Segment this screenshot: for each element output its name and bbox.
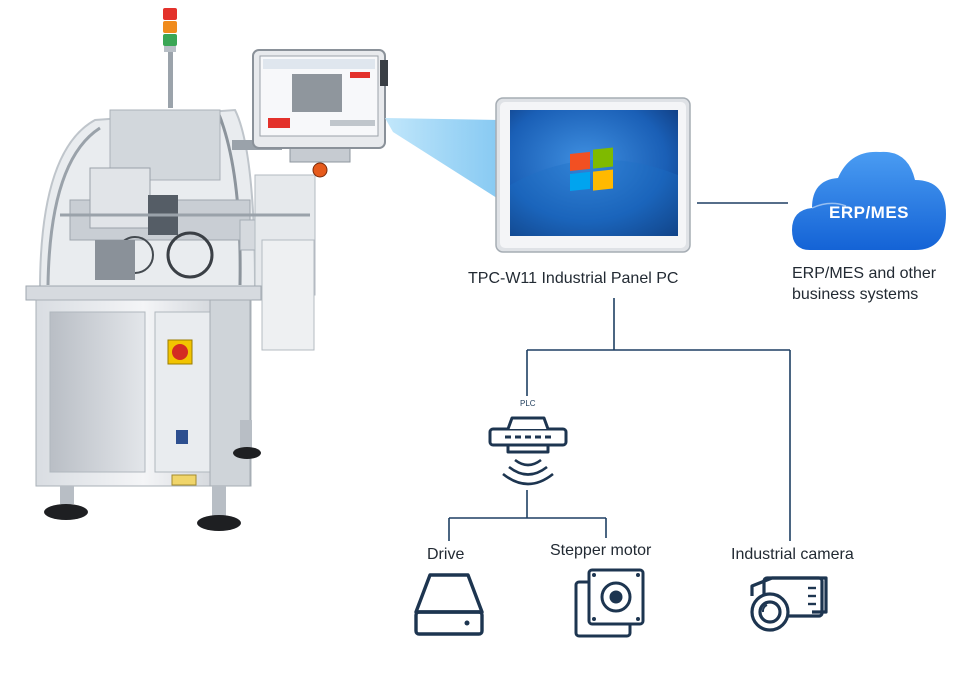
signal-light-red: [163, 8, 177, 20]
drive-label: Drive: [427, 546, 465, 563]
drive-icon: [414, 573, 484, 636]
stepper-motor-label: Stepper motor: [550, 542, 652, 559]
plc-label: PLC: [520, 399, 536, 408]
panel-pc-image: [495, 97, 691, 253]
plc-icon: [488, 416, 568, 486]
signal-light-orange: [163, 21, 177, 33]
erp-mes-caption: ERP/MES and other business systems: [792, 265, 937, 303]
connection-lines: [448, 202, 791, 541]
erp-mes-cloud-label: ERP/MES: [828, 203, 910, 222]
erp-mes-cloud: [792, 151, 946, 250]
industrial-camera-label: Industrial camera: [731, 546, 854, 563]
stepper-motor-icon: [574, 568, 645, 638]
machine-foot: [197, 515, 241, 531]
windows-logo-icon: [570, 147, 613, 191]
machine-table-top: [25, 285, 262, 301]
machine-foot: [44, 504, 88, 520]
signal-light-green: [163, 34, 177, 46]
panel-pc-label: TPC-W11 Industrial Panel PC: [468, 270, 679, 287]
monitor-stop-button: [312, 162, 328, 178]
industrial-camera-icon: [750, 576, 828, 632]
connection-beam: [385, 118, 500, 200]
signal-tower-pole: [168, 52, 173, 108]
industrial-machine-image: [25, 8, 500, 531]
